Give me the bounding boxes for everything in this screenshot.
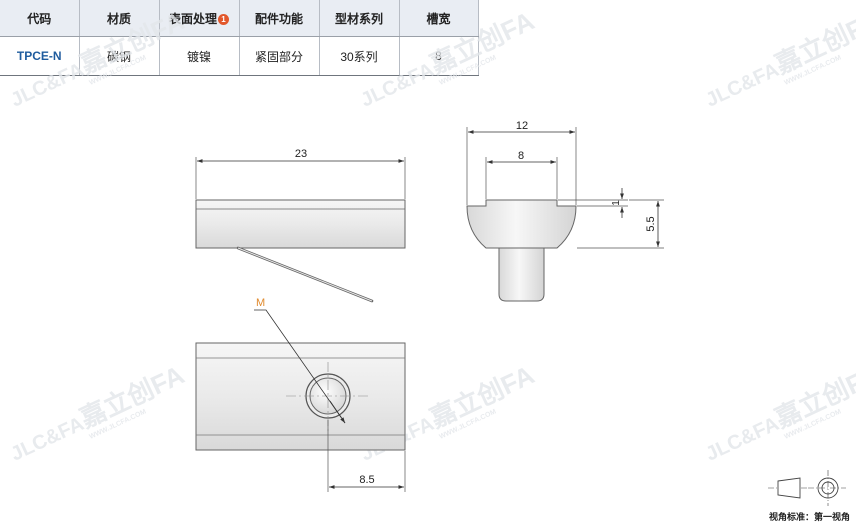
projection-standard-label: 视角标准：第一视角	[768, 512, 850, 522]
nut-body-front	[195, 199, 406, 249]
nut-head	[466, 199, 577, 249]
watermark-name: 嘉立创FA	[425, 359, 539, 433]
thread-leader-arrow	[329, 400, 346, 424]
nut-stem	[498, 244, 545, 302]
cell-surface: 镀镍	[159, 36, 240, 76]
dim-width-label: 12	[516, 120, 528, 132]
top-view: M 8.5	[195, 297, 406, 492]
watermark-1: JLC&FA 嘉立创FA WWW.JLCFA.COM	[8, 5, 189, 112]
watermark-name: 嘉立创FA	[425, 5, 539, 79]
watermark-name: 嘉立创FA	[75, 359, 189, 433]
thread-leader-line	[254, 309, 346, 424]
thread-label: M	[256, 297, 265, 309]
cell-material: 碳钢	[79, 36, 160, 76]
dim-flange-label: 1	[611, 200, 622, 206]
note-badge[interactable]: 1	[218, 13, 229, 25]
spring-wire-highlight	[237, 247, 373, 302]
projection-symbol-icon	[768, 470, 846, 506]
watermark-brand: JLC&FA	[703, 59, 783, 112]
cell-code: TPCE-N	[0, 36, 80, 76]
cell-slot-width: 8	[399, 36, 479, 76]
header-slot-width: 槽宽	[399, 0, 479, 37]
watermark-brand: JLC&FA	[8, 413, 88, 466]
watermark-brand: JLC&FA	[358, 59, 438, 112]
dim-slot-label: 8	[518, 150, 524, 162]
watermark-name: 嘉立创FA	[75, 5, 189, 79]
header-function: 配件功能	[239, 0, 320, 37]
header-surface-label: 表面处理	[168, 11, 217, 26]
table-row: TPCE-N 碳钢 镀镍 紧固部分 30系列 8	[0, 36, 479, 76]
dim-height-label: 5.5	[645, 216, 657, 231]
header-material: 材质	[79, 0, 160, 37]
cell-function: 紧固部分	[239, 36, 320, 76]
watermark-brand: JLC&FA	[8, 59, 88, 112]
dim-offset-label: 8.5	[359, 474, 374, 486]
header-code: 代码	[0, 0, 80, 37]
header-series: 型材系列	[319, 0, 400, 37]
front-view: 23	[195, 148, 406, 303]
nut-body-top	[195, 342, 406, 451]
watermark-2: JLC&FA 嘉立创FA WWW.JLCFA.COM	[358, 5, 539, 112]
watermark-3: JLC&FA 嘉立创FA WWW.JLCFA.COM	[703, 5, 856, 112]
cell-series: 30系列	[319, 36, 400, 76]
dim-length-label: 23	[295, 148, 307, 160]
side-view: 12 8 1 5.5	[466, 120, 664, 302]
watermark-4: JLC&FA 嘉立创FA WWW.JLCFA.COM	[8, 359, 189, 466]
watermark-brand: JLC&FA	[703, 413, 783, 466]
watermark-6: JLC&FA 嘉立创FA WWW.JLCFA.COM	[703, 359, 856, 466]
watermarks: JLC&FA 嘉立创FA WWW.JLCFA.COM JLC&FA 嘉立创FA …	[8, 5, 856, 466]
